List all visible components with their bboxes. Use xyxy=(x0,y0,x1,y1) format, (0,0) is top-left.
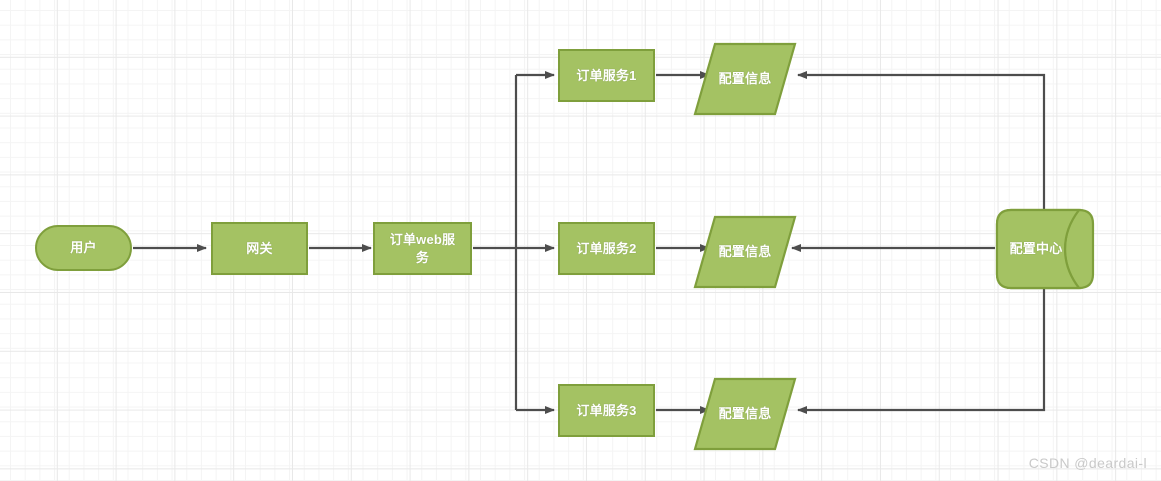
node-order-service-1[interactable]: 订单服务1 xyxy=(558,49,655,102)
node-user-label: 用户 xyxy=(70,240,97,256)
node-config-center-label: 配置中心 xyxy=(1009,241,1063,257)
edge-center-config3 xyxy=(797,287,1046,414)
node-config-center[interactable]: 配置中心 xyxy=(993,206,1097,292)
watermark: CSDN @deardai-l xyxy=(1028,455,1147,471)
node-order-service-1-label: 订单服务1 xyxy=(576,67,637,83)
node-order-service-2-label: 订单服务2 xyxy=(576,240,637,256)
parallelogram-shape xyxy=(693,215,797,289)
node-config-info-1[interactable]: 配置信息 xyxy=(693,42,797,116)
node-gateway-label: 网关 xyxy=(246,240,273,256)
node-gateway[interactable]: 网关 xyxy=(211,222,308,275)
edge-center-config1 xyxy=(797,71,1046,210)
parallelogram-shape xyxy=(693,42,797,116)
tape-shape xyxy=(995,208,1095,290)
node-order-service-3-label: 订单服务3 xyxy=(576,402,637,418)
node-config-info-3[interactable]: 配置信息 xyxy=(693,377,797,451)
node-order-service-3[interactable]: 订单服务3 xyxy=(558,384,655,437)
node-order-service-2[interactable]: 订单服务2 xyxy=(558,222,655,275)
node-config-info-2-label: 配置信息 xyxy=(718,244,772,260)
node-config-info-1-label: 配置信息 xyxy=(718,71,772,87)
node-order-web-service-label: 订单web服务 xyxy=(389,231,456,265)
parallelogram-shape xyxy=(693,377,797,451)
node-config-info-2[interactable]: 配置信息 xyxy=(693,215,797,289)
node-config-info-3-label: 配置信息 xyxy=(718,406,772,422)
node-order-web-service[interactable]: 订单web服务 xyxy=(373,222,472,275)
node-user[interactable]: 用户 xyxy=(35,225,132,271)
